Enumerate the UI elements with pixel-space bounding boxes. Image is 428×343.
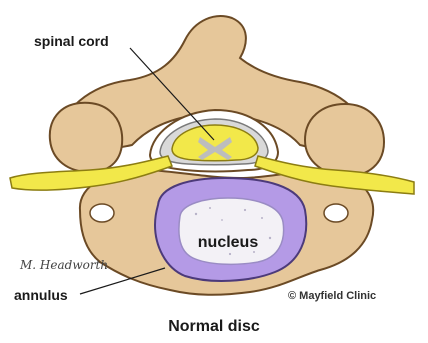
left-facet (50, 103, 122, 172)
artist-signature: M. Headworth (20, 258, 108, 272)
copyright-credit: © Mayfield Clinic (288, 290, 376, 302)
figure-caption: Normal disc (0, 318, 428, 336)
spinal-cord-label: spinal cord (34, 33, 109, 49)
right-foramen (324, 204, 348, 222)
left-foramen (90, 204, 114, 222)
nucleus-label: nucleus (198, 234, 259, 251)
annulus-label: annulus (14, 287, 68, 303)
right-facet (305, 104, 384, 176)
